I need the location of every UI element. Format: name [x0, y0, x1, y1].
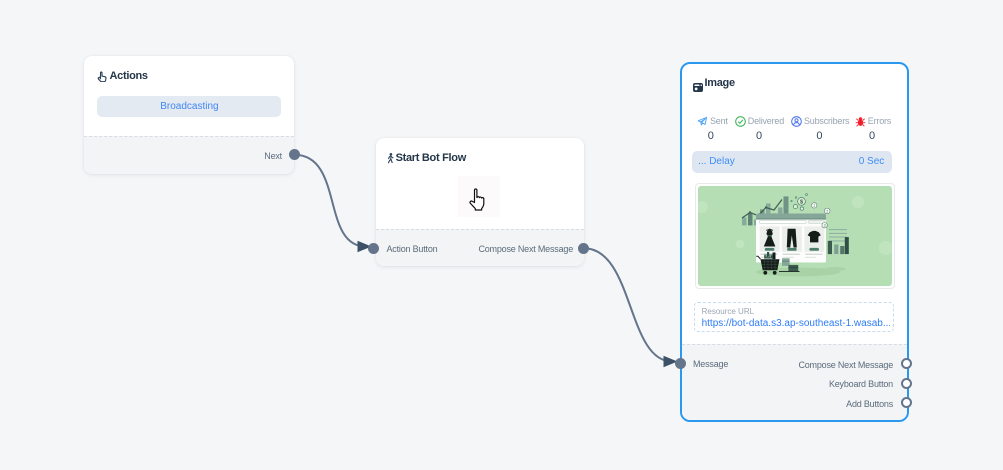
svg-text:2: 2: [826, 209, 828, 213]
svg-text:3: 3: [824, 224, 826, 228]
svg-text:1: 1: [813, 204, 815, 208]
svg-text:$: $: [800, 200, 803, 206]
svg-text:SALE: SALE: [764, 255, 774, 259]
